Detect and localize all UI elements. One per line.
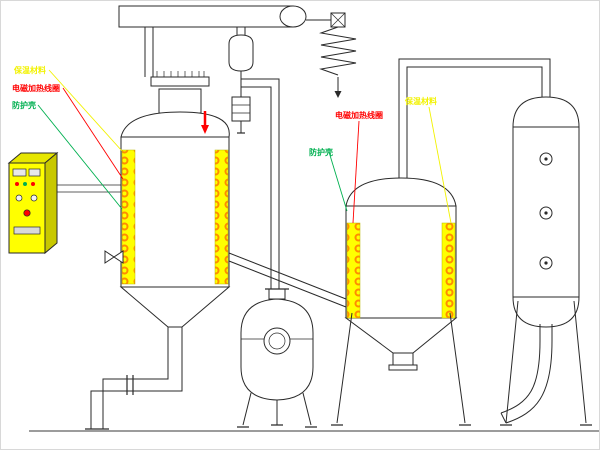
receiver-riser-pipe: [241, 78, 280, 291]
sight-glasses: [539, 152, 553, 270]
valve-body: [104, 250, 115, 264]
sight-glass: [263, 327, 291, 355]
vessel-legs: [505, 300, 587, 424]
sight-glass-fitting-lines: [232, 104, 250, 114]
control-knob: [30, 194, 38, 202]
buffer-vessel: [228, 34, 254, 72]
vessel-cone-bottom: [344, 317, 458, 354]
right-vessel: [500, 96, 592, 426]
heater-band-left: [346, 222, 361, 319]
right-vessel-outlet-pipe: [505, 340, 553, 424]
vessel-dome-top: [512, 96, 580, 128]
side-valve: [104, 250, 124, 264]
switch-row: [13, 226, 41, 235]
vessel-dome-top: [120, 111, 230, 138]
sight-glass-dot: [544, 157, 548, 161]
label-protective-shell-right: 防护壳: [309, 147, 333, 157]
leg-feet: [237, 424, 317, 428]
vessel-outlet: [392, 353, 414, 365]
coil-heat-exchanger: [319, 12, 357, 76]
leader-line-insulation-left: [48, 69, 123, 152]
sight-glass-fitting: [231, 96, 251, 122]
piping: [57, 19, 553, 430]
label-insulation-left: 保温材料: [13, 65, 46, 75]
cabinet-front: [8, 162, 46, 254]
vapor-pipe-2: [406, 66, 543, 181]
right-vessel-outlet-pipe: [500, 340, 541, 414]
vessel-outlet: [539, 324, 553, 341]
vessel-body: [345, 205, 457, 319]
sight-glass-inner: [268, 332, 286, 350]
heater-band-right: [441, 222, 456, 319]
vessel-dome-bottom: [512, 296, 580, 328]
evaporator-vessel-2: [331, 177, 471, 426]
label-heating-coil-left: 电磁加热线圈: [12, 83, 60, 93]
transfer-pipe: [228, 260, 347, 308]
heater-band-right: [214, 149, 229, 285]
heater-band-left: [121, 149, 136, 285]
vessel-body: [120, 136, 230, 288]
vessel-cone-bottom: [119, 286, 231, 328]
flange-bolts: [156, 71, 205, 77]
coil-fitting-hatch: [330, 12, 346, 28]
manhole-flange: [150, 76, 210, 87]
vapor-pipe-2: [398, 58, 551, 181]
leader-line-shell-right: [328, 151, 348, 212]
indicator-light-red: [15, 182, 19, 186]
transfer-pipe: [228, 252, 347, 300]
receiver-riser-pipe: [241, 86, 272, 291]
indicator-light-red: [31, 182, 35, 186]
sight-glass-dot: [544, 261, 548, 265]
leader-line-shell-left: [37, 104, 123, 210]
evaporator1-outlet-pipe: [102, 327, 169, 429]
label-protective-shell-left: 防护壳: [12, 100, 36, 110]
receiver-legs: [242, 392, 312, 426]
pipe-flange: [126, 375, 134, 395]
evaporator-vessel-1: [104, 71, 231, 328]
condenser-tank: [118, 5, 307, 28]
indicator-light-green: [23, 182, 27, 186]
outlet-flange: [388, 364, 418, 371]
condenser-end-cap: [279, 5, 307, 28]
cabinet-display: [12, 168, 27, 177]
cabinet-side: [44, 151, 58, 255]
evaporator1-outlet-pipe: [90, 327, 183, 429]
leader-line-insulation-right: [428, 106, 452, 224]
leader-line-coil-left: [62, 87, 124, 180]
right-vessel-outlet-cap: [500, 412, 507, 424]
label-heating-coil-right: 电磁加热线圈: [335, 110, 383, 120]
receiver-neck: [268, 288, 286, 300]
cabinet-display: [28, 168, 41, 177]
valve-body: [113, 250, 124, 264]
receiver-vessel: [237, 288, 317, 428]
annotations: 保温材料 电磁加热线圈 防护壳 保温材料 电磁加热线圈 防护壳: [12, 65, 452, 224]
vessel-legs: [336, 312, 466, 424]
buffer-vessel-body: [228, 34, 254, 72]
manhole-neck: [158, 88, 202, 114]
sight-glass-dot: [544, 211, 548, 215]
label-insulation-right: 保温材料: [404, 96, 437, 106]
stop-button: [23, 209, 31, 217]
control-knob: [15, 194, 23, 202]
feed-arrow-head: [201, 125, 209, 134]
vessel-dome-top: [345, 177, 457, 207]
condenser-body: [118, 5, 294, 28]
leader-line-coil-right: [352, 120, 360, 224]
flow-arrow-down: [334, 91, 342, 98]
control-cabinet: [7, 151, 59, 255]
cooling-coil: [319, 26, 357, 76]
